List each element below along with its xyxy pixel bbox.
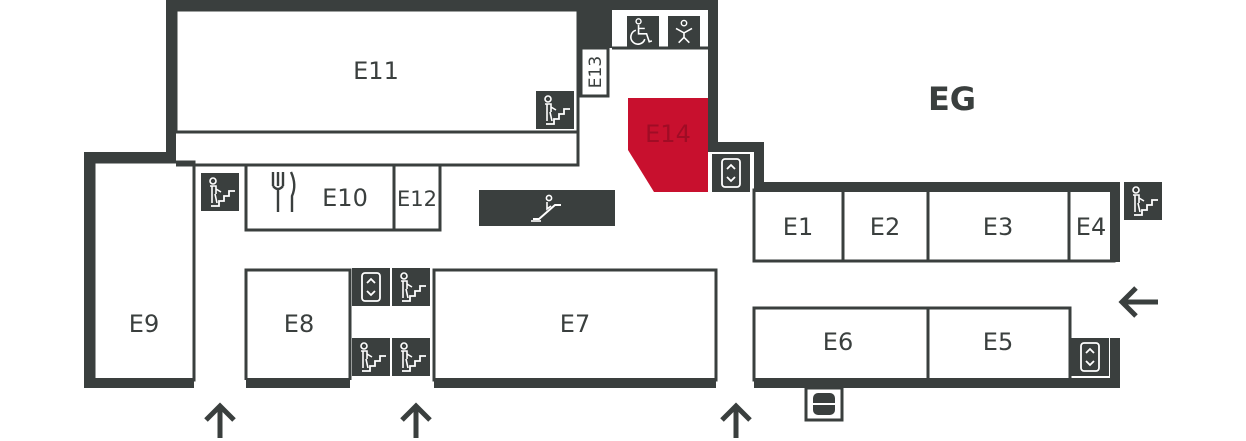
entrance-arrow-icon [722,406,750,438]
entrance-arrow-icon [402,406,430,438]
elevator-icon[interactable] [712,153,750,193]
bus-icon[interactable] [804,386,844,422]
outer-walls [84,0,1120,388]
room-e5[interactable]: E5 [983,328,1013,356]
stairs-icon[interactable] [392,338,430,376]
baby-changing-icon[interactable] [668,15,700,49]
room-e6[interactable]: E6 [823,328,853,356]
room-e13[interactable]: E13 [586,56,606,88]
room-e1[interactable]: E1 [783,213,813,241]
entrance-arrow-icon [1122,288,1158,316]
room-e14[interactable] [628,98,708,192]
stairs-icon[interactable] [201,173,239,211]
elevator-icon[interactable] [352,268,390,306]
stairs-icon[interactable] [392,268,430,306]
room-e2[interactable]: E2 [870,213,900,241]
room-e12[interactable]: E12 [397,187,437,211]
floor-label: EG [928,80,976,118]
room-e3[interactable]: E3 [983,213,1013,241]
room-e11[interactable]: E11 [353,57,399,85]
wheelchair-icon[interactable] [627,15,659,49]
stairs-icon[interactable] [352,338,390,376]
elevator-icon[interactable] [1071,338,1109,376]
stairs-icon[interactable] [1124,182,1162,220]
room-e8[interactable]: E8 [284,310,314,338]
room-e9[interactable]: E9 [129,310,159,338]
room-e4[interactable]: E4 [1076,213,1106,241]
room-e7[interactable]: E7 [560,310,590,338]
escalator[interactable] [479,190,615,226]
room-e14-label: E14 [645,120,691,148]
stairs-icon[interactable] [536,91,574,129]
fork-knife-icon [271,171,296,212]
entrance-arrow-icon [206,406,234,438]
room-e10[interactable]: E10 [322,184,368,212]
